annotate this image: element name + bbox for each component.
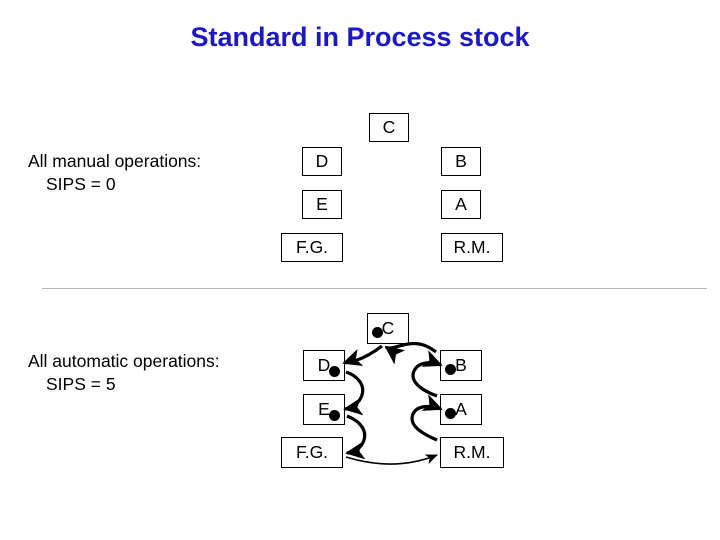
sips-dot-icon	[445, 363, 456, 375]
manual-node-c[interactable]: C	[369, 113, 409, 142]
manual-caption-line2: SIPS = 0	[46, 174, 116, 194]
arrow-rm-to-a	[410, 394, 443, 442]
manual-node-a[interactable]: A	[441, 190, 481, 219]
automatic-node-rm[interactable]: R.M.	[440, 437, 504, 468]
arrow-b-to-c	[384, 341, 437, 365]
automatic-node-a-label: A	[455, 398, 467, 419]
manual-node-c-label: C	[382, 116, 396, 137]
automatic-caption-line1: All automatic operations:	[28, 351, 220, 371]
arrow-e-to-fg	[345, 414, 367, 460]
page-title: Standard in Process stock	[190, 22, 530, 52]
automatic-caption: All automatic operations: SIPS = 5	[28, 350, 220, 396]
section-divider	[42, 288, 707, 289]
sips-dot-icon	[329, 365, 340, 377]
manual-node-b-label: B	[455, 150, 467, 171]
manual-node-rm[interactable]: R.M.	[441, 233, 503, 262]
automatic-node-d-label: D	[317, 354, 331, 375]
automatic-node-b-label: B	[455, 354, 467, 375]
automatic-node-c-label: C	[381, 317, 395, 338]
manual-node-fg[interactable]: F.G.	[281, 233, 343, 262]
automatic-node-a[interactable]: A	[440, 394, 482, 425]
automatic-node-b[interactable]: B	[440, 350, 482, 381]
automatic-node-e[interactable]: E	[303, 394, 345, 425]
automatic-node-fg-label: F.G.	[295, 441, 329, 462]
manual-node-e[interactable]: E	[302, 190, 342, 219]
arrow-d-to-e	[343, 370, 365, 416]
manual-node-rm-label: R.M.	[453, 236, 491, 257]
manual-caption: All manual operations: SIPS = 0	[28, 150, 201, 196]
manual-node-e-label: E	[316, 193, 328, 214]
automatic-node-rm-label: R.M.	[453, 441, 491, 462]
automatic-node-c[interactable]: C	[367, 313, 409, 344]
manual-node-b[interactable]: B	[441, 147, 481, 176]
sips-dot-icon	[445, 407, 456, 419]
manual-node-fg-label: F.G.	[295, 236, 329, 257]
arrow-a-to-b	[411, 350, 443, 398]
arrow-fg-to-rm	[345, 454, 438, 465]
automatic-node-d[interactable]: D	[303, 350, 345, 381]
automatic-caption-line2: SIPS = 5	[46, 374, 116, 394]
manual-node-d-label: D	[315, 150, 329, 171]
automatic-node-e-label: E	[318, 398, 330, 419]
manual-caption-line1: All manual operations:	[28, 151, 202, 171]
manual-node-a-label: A	[455, 193, 467, 214]
manual-node-d[interactable]: D	[302, 147, 342, 176]
arrow-c-to-d	[342, 344, 383, 367]
sips-dot-icon	[372, 326, 383, 338]
automatic-node-fg[interactable]: F.G.	[281, 437, 343, 468]
sips-dot-icon	[329, 409, 340, 421]
